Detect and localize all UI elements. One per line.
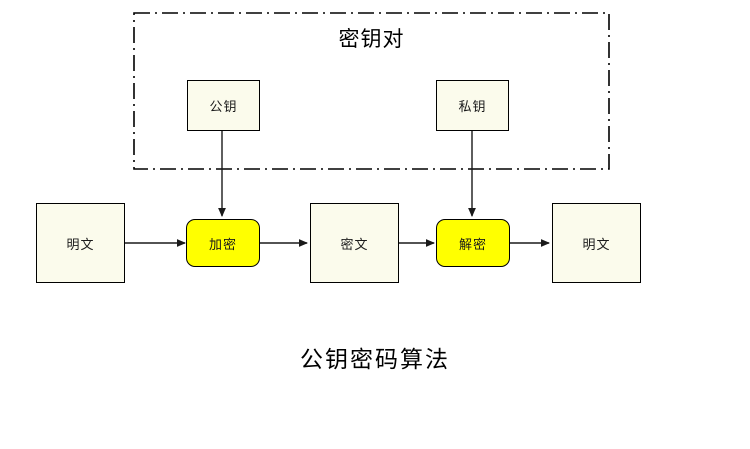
node-plaintext-output[interactable]: 明文	[552, 203, 641, 283]
node-decrypt[interactable]: 解密	[436, 219, 510, 267]
node-plaintext-output-label: 明文	[582, 237, 611, 253]
node-encrypt-label: 加密	[208, 237, 237, 253]
diagram-caption: 公钥密码算法	[300, 347, 450, 373]
keypair-group-label: 密钥对	[338, 27, 405, 51]
node-private-key[interactable]: 私钥	[436, 80, 509, 131]
node-plaintext-input[interactable]: 明文	[36, 203, 125, 283]
node-private-key-label: 私钥	[458, 100, 487, 115]
keypair-group: 密钥对	[133, 12, 610, 170]
node-ciphertext[interactable]: 密文	[310, 203, 399, 283]
keypair-group-border	[133, 12, 610, 170]
node-ciphertext-label: 密文	[340, 237, 369, 253]
node-public-key[interactable]: 公钥	[187, 80, 260, 131]
node-public-key-label: 公钥	[209, 100, 238, 115]
node-encrypt[interactable]: 加密	[186, 219, 260, 267]
node-plaintext-input-label: 明文	[66, 237, 95, 253]
node-decrypt-label: 解密	[458, 237, 487, 253]
